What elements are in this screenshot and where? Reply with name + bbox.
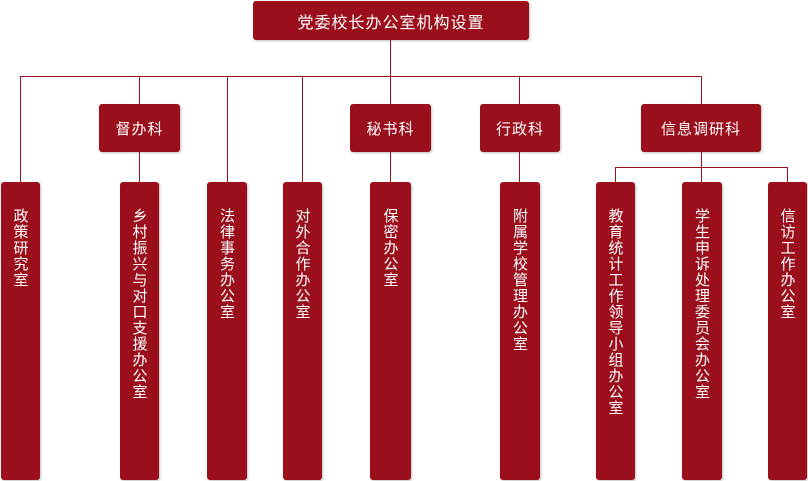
unit-label: 保密办公室	[381, 208, 400, 288]
root-label: 党委校长办公室机构设置	[297, 12, 485, 32]
section-label: 信息调研科	[660, 119, 741, 138]
section-administration: 行政科	[480, 104, 560, 152]
unit-label: 政策研究室	[11, 208, 30, 288]
unit-education-statistics: 教育统计工作领导小组办公室	[596, 182, 635, 480]
unit-confidentiality: 保密办公室	[370, 182, 411, 480]
root-node: 党委校长办公室机构设置	[253, 1, 529, 40]
section-label: 行政科	[495, 119, 544, 138]
section-label: 督办科	[115, 119, 164, 138]
unit-affiliated-schools: 附属学校管理办公室	[500, 182, 540, 480]
unit-rural-revitalization: 乡村振兴与对口支援办公室	[120, 182, 159, 480]
unit-petitions: 信访工作办公室	[768, 182, 807, 480]
unit-label: 信访工作办公室	[778, 208, 797, 320]
unit-label: 学生申诉处理委员会办公室	[693, 208, 711, 400]
unit-label: 法律事务办公室	[218, 208, 236, 320]
unit-label: 教育统计工作领导小组办公室	[606, 208, 625, 416]
section-label: 秘书科	[366, 119, 415, 138]
section-supervision: 督办科	[99, 104, 180, 152]
unit-policy-research: 政策研究室	[1, 182, 40, 480]
unit-label: 对外合作办公室	[293, 208, 312, 320]
unit-label: 附属学校管理办公室	[511, 208, 529, 352]
section-secretary: 秘书科	[350, 104, 431, 152]
unit-student-appeals: 学生申诉处理委员会办公室	[682, 182, 722, 480]
section-information-research: 信息调研科	[641, 104, 761, 152]
unit-legal-affairs: 法律事务办公室	[207, 182, 247, 480]
unit-external-cooperation: 对外合作办公室	[283, 182, 322, 480]
unit-label: 乡村振兴与对口支援办公室	[130, 208, 149, 400]
